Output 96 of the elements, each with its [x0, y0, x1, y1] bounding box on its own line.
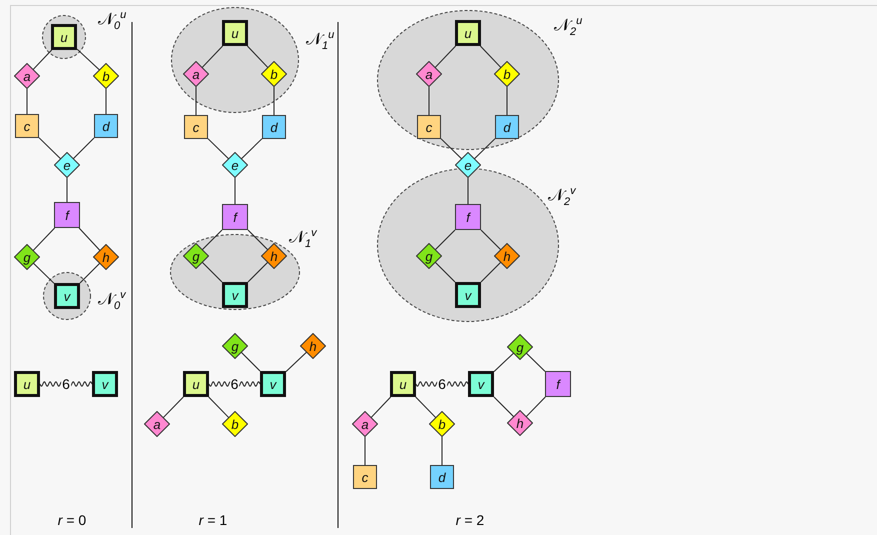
edge-label: 6	[230, 377, 240, 391]
vertex-diamond: b	[93, 63, 119, 89]
endpoint-square: v	[468, 371, 494, 397]
edge-line	[162, 396, 184, 418]
vertex-square: d	[94, 114, 118, 138]
vertex-diamond: b	[429, 411, 455, 437]
edge-line	[33, 262, 54, 284]
endpoint-square: u	[183, 371, 209, 397]
vertex-square: f	[54, 202, 80, 228]
vertex-square: d	[495, 115, 519, 139]
radius-label: r = 2	[456, 512, 484, 528]
vertex-diamond: a	[352, 411, 378, 437]
edge-line	[248, 230, 268, 250]
edge-line	[370, 396, 392, 418]
edge-line	[494, 352, 514, 372]
vertex-diamond: e	[54, 152, 80, 178]
edge-line	[434, 46, 456, 68]
edge-line	[234, 178, 236, 204]
endpoint-square: u	[222, 20, 248, 46]
edge-line	[76, 48, 100, 70]
edge-line	[32, 50, 52, 70]
endpoint-square: v	[54, 283, 80, 309]
vertex-square: d	[262, 115, 286, 139]
edge-line	[202, 46, 224, 68]
vertex-square: c	[15, 114, 39, 138]
endpoint-square: v	[455, 282, 481, 308]
vertex-diamond: a	[144, 411, 170, 437]
edge-line	[526, 352, 546, 372]
vertex-diamond: b	[494, 61, 520, 87]
vertex-diamond: h	[507, 410, 533, 436]
vertex-diamond: a	[183, 61, 209, 87]
vertex-square: f	[222, 204, 248, 230]
wavy-edge	[208, 381, 260, 387]
edge-line	[480, 46, 502, 68]
edge-line	[202, 262, 222, 282]
edge-line	[38, 137, 61, 160]
wavy-edge	[416, 381, 468, 387]
edge-line	[428, 86, 430, 116]
vertex-diamond: g	[416, 243, 442, 269]
radius-label: r = 1	[198, 512, 228, 528]
vertex-diamond: e	[222, 152, 248, 178]
edge-label: 6	[61, 377, 71, 391]
edge-line	[364, 436, 366, 466]
edge-line	[480, 262, 501, 282]
vertex-square: d	[430, 465, 454, 489]
vertex-diamond: h	[494, 243, 520, 269]
endpoint-square: v	[260, 371, 286, 397]
radius-label: r = 0	[58, 512, 86, 528]
wavy-edge	[40, 381, 92, 387]
edge-line	[494, 396, 514, 417]
endpoint-square: v	[222, 282, 248, 308]
endpoint-square: u	[14, 371, 40, 397]
vertex-diamond: h	[93, 244, 119, 270]
vertex-diamond: b	[222, 411, 248, 437]
edge-line	[80, 263, 100, 284]
vertex-square: c	[353, 465, 377, 489]
edge-line	[241, 138, 262, 160]
edge-line	[26, 88, 28, 114]
edge-line	[241, 352, 260, 372]
vertex-square: f	[455, 204, 481, 230]
vertex-diamond: g	[183, 243, 209, 269]
vertex-diamond: e	[455, 152, 481, 178]
edge-line	[286, 352, 307, 372]
vertex-diamond: a	[14, 63, 40, 89]
edge-line	[506, 86, 508, 116]
endpoint-square: u	[390, 371, 416, 397]
vertex-diamond: g	[222, 333, 248, 359]
endpoint-square: v	[92, 371, 118, 397]
edge-line	[435, 262, 456, 282]
edge-line	[208, 396, 230, 418]
edge-line	[248, 262, 268, 282]
edge-line	[202, 230, 222, 250]
vertex-diamond: g	[14, 244, 40, 270]
vertex-square: f	[545, 371, 571, 397]
vertex-diamond: a	[416, 61, 442, 87]
endpoint-square: u	[51, 24, 77, 50]
vertex-diamond: h	[261, 243, 287, 269]
edge-line	[440, 138, 462, 160]
vertex-square: c	[184, 115, 208, 139]
edge-line	[73, 138, 94, 159]
edge-line	[32, 228, 56, 251]
edge-line	[526, 396, 546, 417]
edge-line	[78, 228, 100, 251]
edge-line	[435, 230, 456, 250]
edge-line	[208, 138, 229, 160]
vertex-diamond: g	[507, 334, 533, 360]
edge-line	[480, 230, 501, 250]
edge-line	[246, 46, 268, 68]
vertex-diamond: b	[261, 61, 287, 87]
vertex-diamond: h	[300, 333, 326, 359]
endpoint-square: u	[455, 20, 481, 46]
edge-line	[474, 138, 496, 160]
edge-line	[66, 178, 68, 202]
vertex-square: c	[417, 115, 441, 139]
edge-line	[415, 396, 436, 418]
edge-label: 6	[437, 377, 447, 391]
